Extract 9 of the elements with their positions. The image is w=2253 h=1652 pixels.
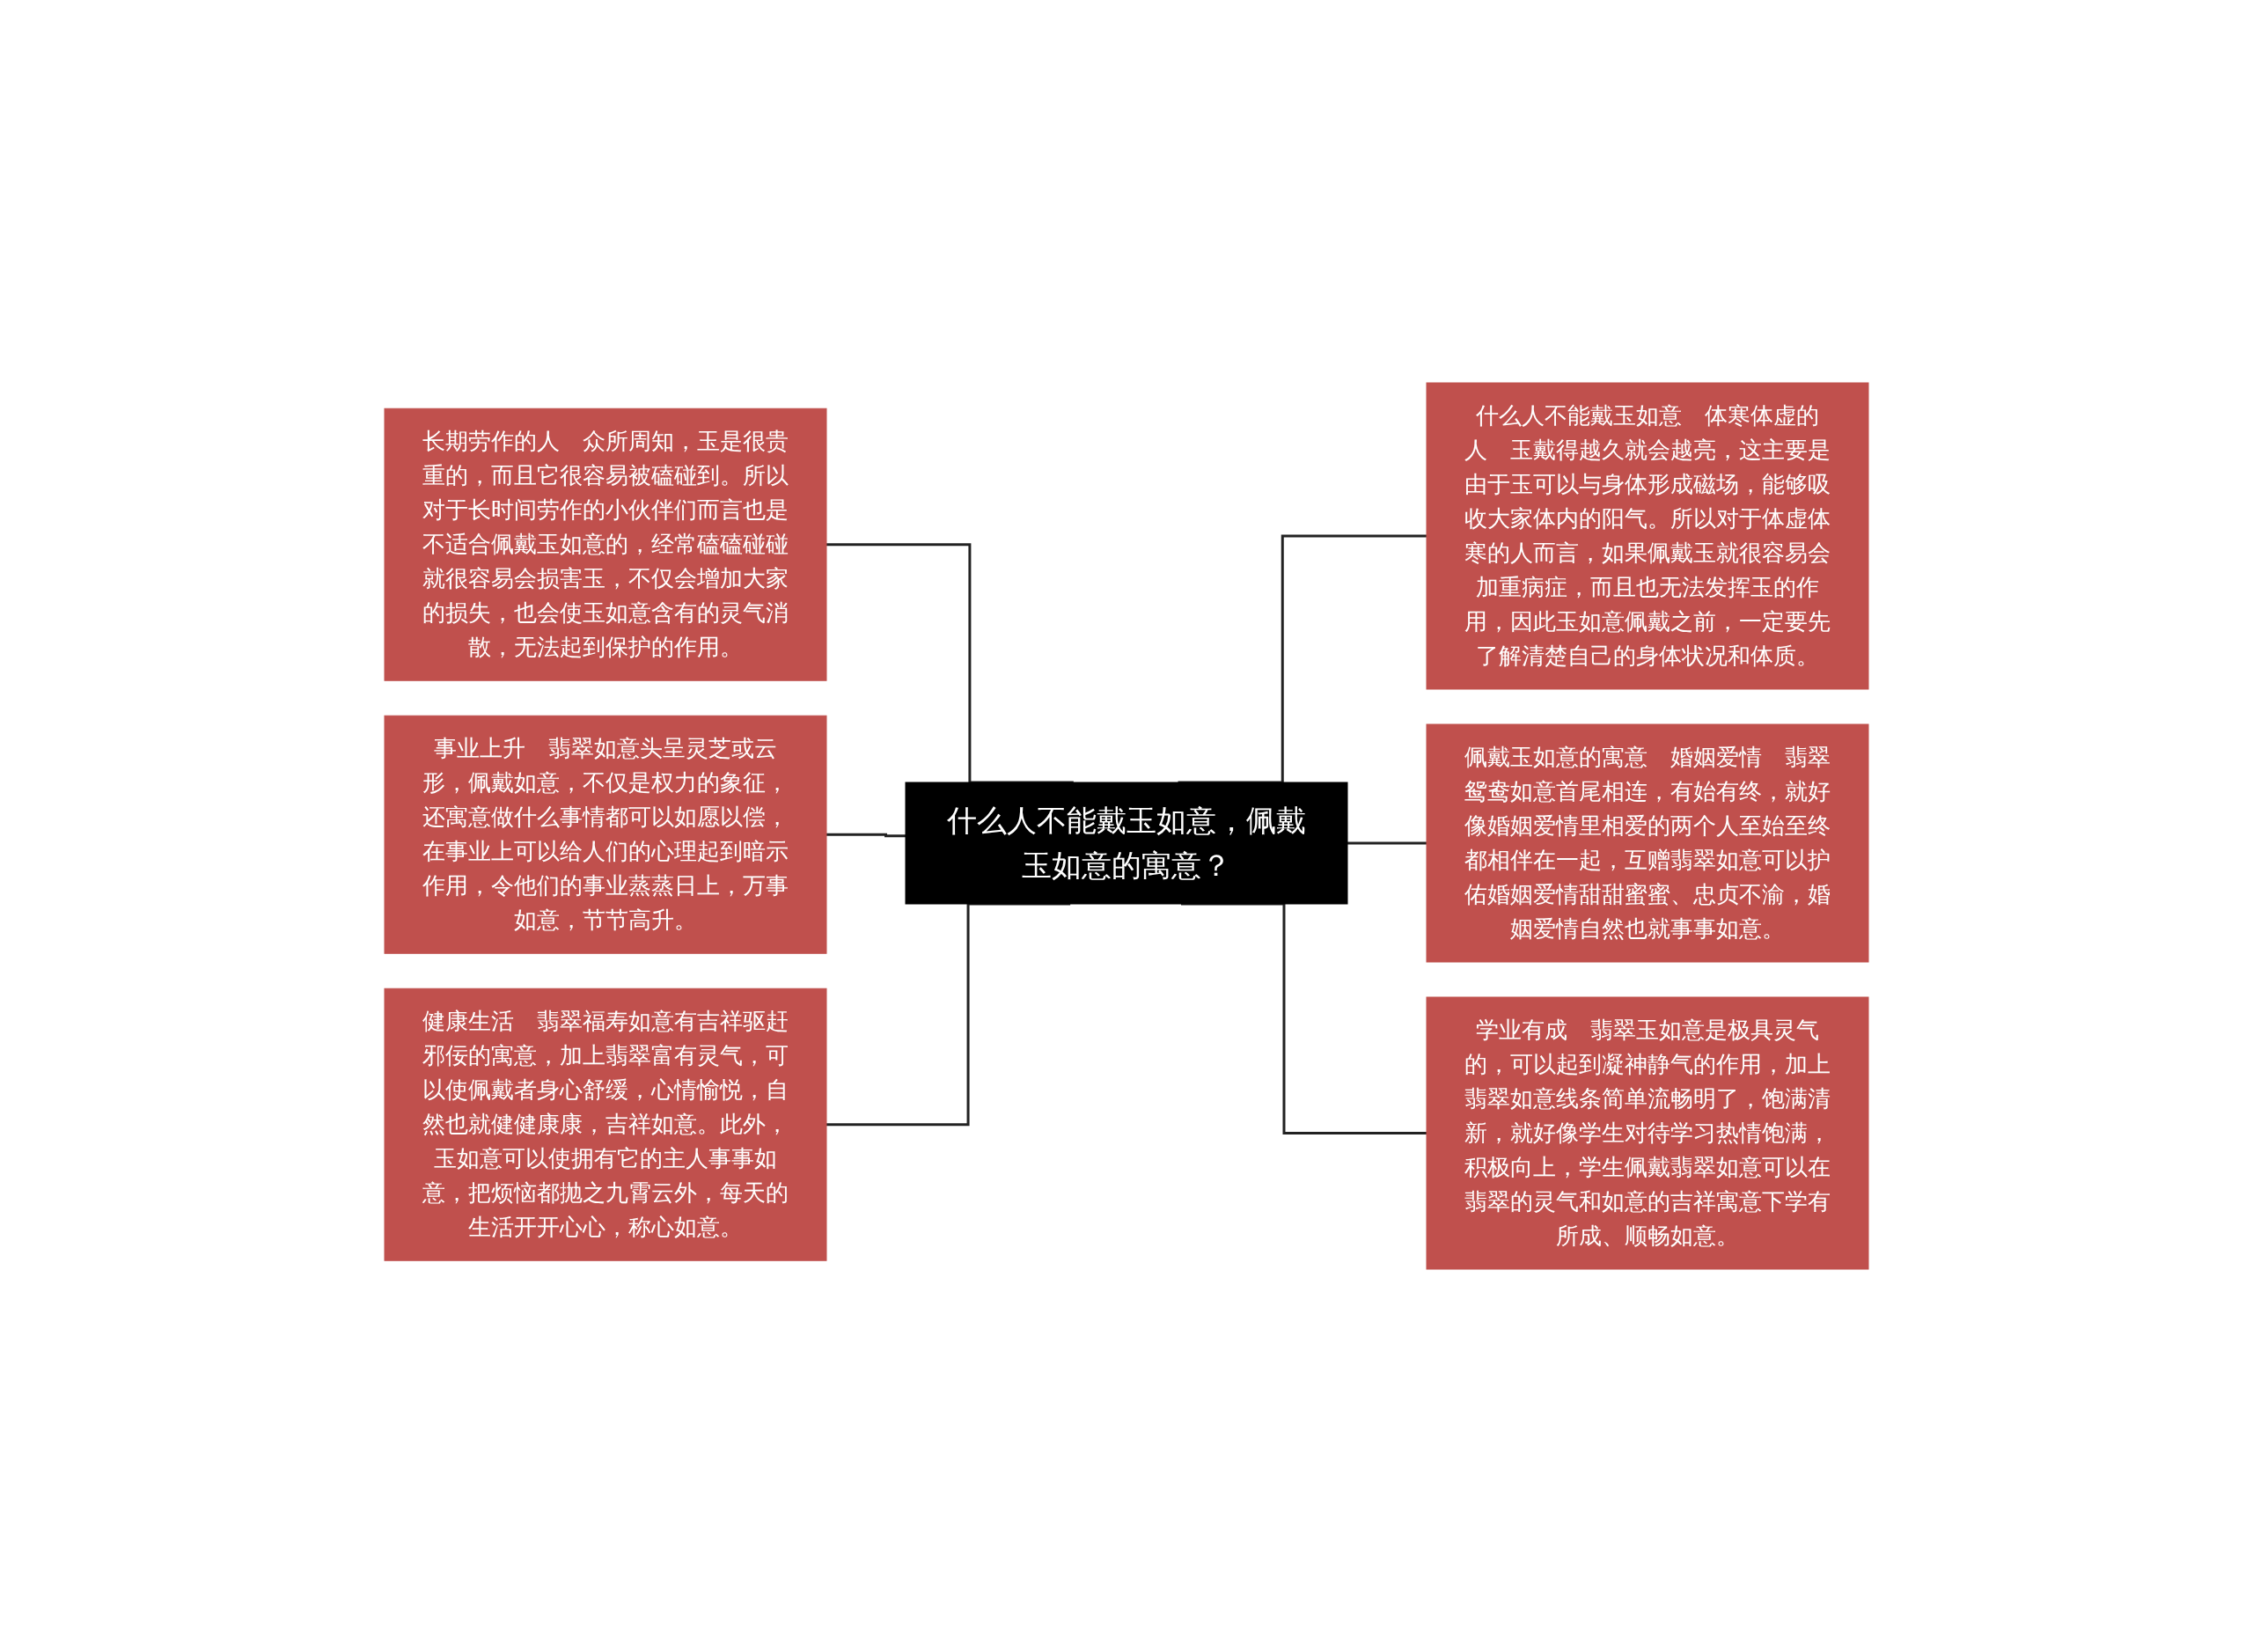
node-box: 事业上升 翡翠如意头呈灵芝或云形，佩戴如意，不仅是权力的象征，还寓意做什么事情都可以如愿以偿，在事业上可以给人们的心理起到暗示作用，令他们的事业蒸蒸日上，万事如意，节节高升。 (384, 715, 827, 954)
node-box: 佩戴玉如意的寓意 婚姻爱情 翡翠鸳鸯如意首尾相连，有始有终，就好像婚姻爱情里相爱的两个人至始至终都相伴在一起，互赠翡翠如意可以护佑婚姻爱情甜甜蜜蜜、忠贞不渝，婚姻爱情自然也就事事如意。 (1426, 723, 1869, 963)
node-box: 健康生活 翡翠福寿如意有吉祥驱赶邪佞的寓意，加上翡翠富有灵气，可以使佩戴者身心舒缓，心情愉悦，自然也就健健康康，吉祥如意。此外，玉如意可以使拥有它的主人事事如意，把烦恼都抛之九霄云外，每天的生活开开心心，称心如意。 (384, 988, 827, 1261)
node-box: 学业有成 翡翠玉如意是极具灵气的，可以起到凝神静气的作用，加上翡翠如意线条简单流畅明了，饱满清新，就好像学生对待学习热情饱满，积极向上，学生佩戴翡翠如意可以在翡翠的灵气和如意的吉祥寓意下学有所成、顺畅如意。 (1426, 996, 1869, 1270)
node-box: 长期劳作的人 众所周知，玉是很贵重的，而且它很容易被磕碰到。所以对于长时间劳作的小伙伴们而言也是不适合佩戴玉如意的，经常磕磕碰碰就很容易会损害玉，不仅会增加大家的损失，也会使玉如意含有的灵气消散，无法起到保护的作用。 (384, 407, 827, 681)
node-box: 什么人不能戴玉如意，佩戴玉如意的寓意？ (905, 782, 1348, 905)
connector (1347, 841, 1427, 845)
node-box: 什么人不能戴玉如意 体寒体虚的人 玉戴得越久就会越亮，这主要是由于玉可以与身体形成磁场，能够吸收大家体内的阳气。所以对于体虚体寒的人而言，如果佩戴玉就很容易会加重病症，而且也无法发挥玉的作用，因此玉如意佩戴之前，一定要先了解清楚自己的身体状况和体质。 (1426, 382, 1869, 690)
connector (826, 833, 906, 838)
